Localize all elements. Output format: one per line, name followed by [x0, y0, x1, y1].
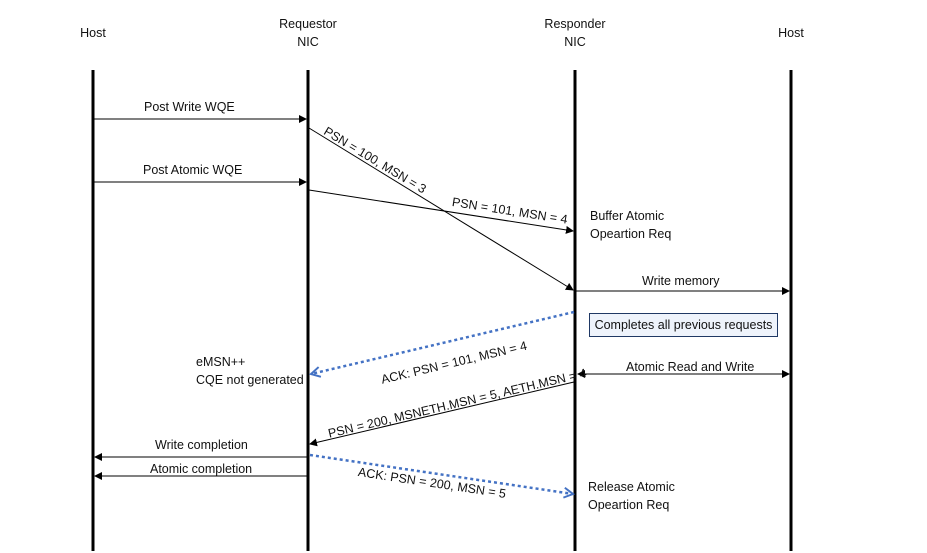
note-release-atomic: Release Atomic Opeartion Req	[588, 480, 675, 512]
participant-responder-nic: Responder NIC	[544, 17, 606, 49]
note-completes-all: Completes all previous requests	[594, 318, 773, 332]
label-atomic-read-write: Atomic Read and Write	[626, 360, 755, 374]
label-post-write-wqe: Post Write WQE	[144, 100, 235, 114]
participant-requestor-nic: Requestor NIC	[279, 17, 337, 49]
label-atomic-completion: Atomic completion	[150, 462, 253, 476]
participant-host-right: Host	[778, 26, 804, 40]
arrow-psn-100	[308, 127, 574, 291]
note-completes-all-box: Completes all previous requests	[589, 313, 778, 337]
label-post-atomic-wqe: Post Atomic WQE	[143, 163, 243, 177]
arrow-psn-200	[309, 381, 575, 447]
label-write-memory: Write memory	[642, 274, 720, 288]
arrow-psn-101	[308, 189, 574, 234]
label-write-completion: Write completion	[155, 438, 248, 452]
arrow-ack-200	[309, 453, 573, 494]
note-buffer-atomic: Buffer Atomic Opeartion Req	[590, 209, 672, 241]
participant-host-left: Host	[80, 26, 106, 40]
note-emsn: eMSN++ CQE not generated	[196, 355, 304, 387]
